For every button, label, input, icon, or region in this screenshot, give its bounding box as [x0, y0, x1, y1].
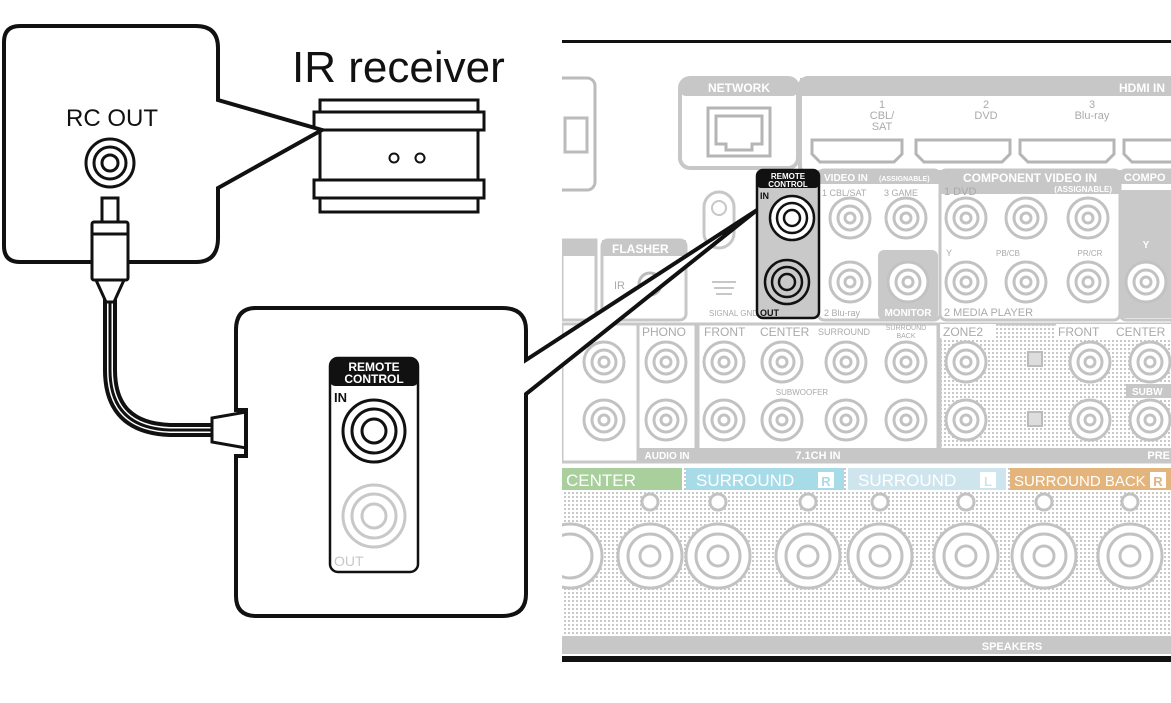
svg-text:FRONT: FRONT — [1058, 325, 1100, 339]
network-port-group: NETWORK — [678, 76, 800, 170]
panel-top-edge — [562, 40, 1171, 43]
network-label: NETWORK — [708, 81, 770, 95]
svg-text:1 CBL/SAT: 1 CBL/SAT — [822, 188, 867, 198]
rc-out-callout: RC OUT — [2, 24, 328, 264]
svg-text:3: 3 — [1089, 99, 1095, 111]
svg-text:Y: Y — [946, 248, 952, 258]
svg-text:ZONE2: ZONE2 — [943, 325, 983, 339]
remote-control-callout: REMOTE CONTROL IN OUT — [234, 208, 759, 618]
svg-text:COMPO: COMPO — [1124, 172, 1166, 184]
svg-text:DVD: DVD — [974, 110, 997, 122]
svg-text:SURROUND: SURROUND — [858, 471, 956, 490]
svg-text:CENTER: CENTER — [760, 325, 810, 339]
panel-remote-control: REMOTE CONTROL IN OUT — [755, 168, 821, 320]
svg-text:(ASSIGNABLE): (ASSIGNABLE) — [879, 176, 930, 183]
svg-text:CBL/: CBL/ — [870, 110, 895, 122]
panel-remote-in-jack-icon — [768, 194, 816, 242]
svg-text:CONTROL: CONTROL — [768, 180, 808, 189]
svg-text:CENTER: CENTER — [566, 471, 636, 490]
svg-text:L: L — [984, 474, 992, 489]
hdmi-port-2-icon — [914, 138, 1012, 164]
svg-text:SIGNAL GND: SIGNAL GND — [709, 309, 758, 318]
speaker-terminals: CENTER SURROUND R SURROUND L SURROUND BA… — [562, 466, 1171, 656]
svg-text:2: 2 — [983, 99, 989, 111]
svg-text:(ASSIGNABLE): (ASSIGNABLE) — [1054, 185, 1112, 194]
svg-text:FRONT: FRONT — [704, 325, 746, 339]
audio-section: PHONO AUDIO IN FRONT CENTER SURROUND SUR… — [562, 322, 940, 464]
remote-in-label: IN — [334, 390, 347, 405]
svg-text:VIDEO IN: VIDEO IN — [824, 173, 868, 184]
svg-text:IR: IR — [614, 280, 625, 292]
ir-receiver-title: IR receiver — [292, 43, 505, 92]
svg-text:R: R — [821, 474, 831, 489]
panel-remote-out-jack-icon — [763, 258, 811, 306]
hdmi-port-1-icon — [810, 138, 904, 164]
svg-text:1: 1 — [879, 99, 885, 111]
svg-text:SURROUND: SURROUND — [696, 471, 794, 490]
rc-out-jack-icon — [84, 137, 136, 189]
rca-jacks — [582, 196, 1171, 442]
hdmi-in-group: HDMI IN 1 CBL/ SAT 2 DVD 3 Blu-ray — [798, 76, 1171, 176]
svg-text:SAT: SAT — [872, 121, 893, 133]
remote-in-jack-icon — [341, 398, 407, 464]
svg-text:2 Blu-ray: 2 Blu-ray — [824, 308, 861, 318]
svg-text:1 DVD: 1 DVD — [944, 186, 976, 198]
svg-text:7.1CH IN: 7.1CH IN — [795, 450, 840, 462]
svg-text:COMPONENT VIDEO IN: COMPONENT VIDEO IN — [963, 171, 1097, 185]
svg-text:AUDIO IN: AUDIO IN — [645, 451, 690, 462]
panel-bottom-edge — [562, 655, 1171, 662]
remote-out-jack-icon — [341, 483, 407, 549]
svg-text:R: R — [1153, 474, 1163, 489]
hdmi-in-label: HDMI IN — [1119, 81, 1165, 95]
cable — [103, 293, 219, 437]
svg-text:Blu-ray: Blu-ray — [1075, 110, 1110, 122]
svg-text:Y: Y — [1143, 240, 1150, 251]
ir-led-icon — [414, 152, 426, 164]
svg-text:PB/CB: PB/CB — [996, 249, 1020, 258]
svg-text:PRE: PRE — [1147, 450, 1170, 462]
ir-receiver-device — [312, 98, 486, 214]
svg-text:REMOTE: REMOTE — [771, 172, 806, 181]
hdmi-port-3-icon — [1018, 138, 1116, 164]
svg-text:CENTER: CENTER — [1116, 325, 1166, 339]
svg-text:SURROUND: SURROUND — [886, 325, 926, 332]
svg-text:CONTROL: CONTROL — [344, 372, 403, 386]
svg-text:2 MEDIA PLAYER: 2 MEDIA PLAYER — [944, 307, 1033, 319]
svg-text:BACK: BACK — [896, 333, 915, 340]
receiver-rear-panel: NETWORK HDMI IN 1 CBL/ SAT 2 DVD 3 Blu-r… — [562, 40, 1171, 662]
svg-text:REMOTE: REMOTE — [348, 360, 399, 374]
svg-text:OUT: OUT — [760, 308, 780, 318]
svg-text:IN: IN — [760, 191, 769, 201]
svg-text:3 GAME: 3 GAME — [884, 188, 918, 198]
svg-text:SPEAKERS: SPEAKERS — [982, 641, 1043, 653]
svg-text:MONITOR: MONITOR — [884, 308, 932, 319]
rca-plug-top-icon — [90, 196, 130, 304]
rc-out-label: RC OUT — [66, 105, 158, 132]
svg-text:PHONO: PHONO — [642, 325, 686, 339]
svg-text:SURROUND BACK: SURROUND BACK — [1014, 473, 1146, 490]
svg-text:PR/CR: PR/CR — [1078, 249, 1103, 258]
svg-text:SURROUND: SURROUND — [818, 327, 871, 337]
svg-text:FLASHER: FLASHER — [612, 242, 669, 256]
remote-out-label: OUT — [334, 553, 364, 569]
svg-text:SUBWOOFER: SUBWOOFER — [776, 388, 829, 397]
ir-led-icon — [388, 152, 400, 164]
svg-text:SUBW: SUBW — [1132, 387, 1163, 398]
